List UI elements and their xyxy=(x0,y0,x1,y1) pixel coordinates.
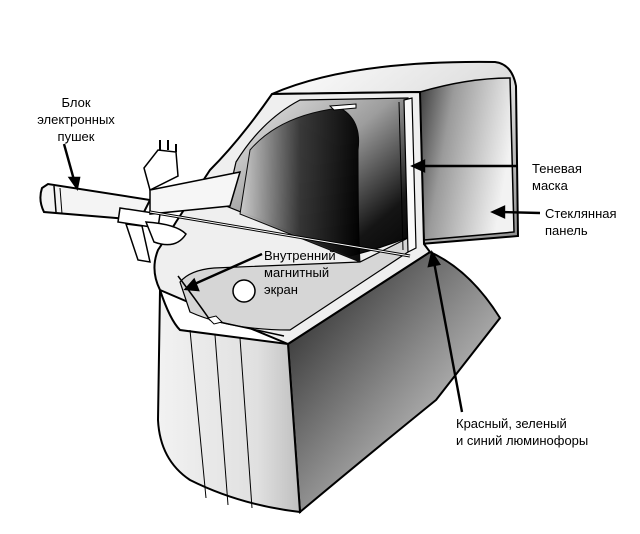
label-arrows xyxy=(62,143,541,413)
shadow-mask xyxy=(398,97,417,253)
magnetic-shield-label: Внутренний магнитный экран xyxy=(264,248,336,297)
phosphors-label: Красный, зеленый и синий люминофоры xyxy=(456,416,589,448)
electron-gun-label: Блок электронных пушек xyxy=(37,95,115,144)
glass-panel-label: Стеклянная панель xyxy=(545,206,617,238)
front-screen-panel xyxy=(286,250,502,515)
magnetic-shield xyxy=(177,103,357,337)
tube-base-housing xyxy=(156,289,302,514)
shadow-mask-label: Теневая маска xyxy=(532,161,582,193)
glass-panel xyxy=(271,60,520,246)
electron-gun-assembly xyxy=(39,140,411,303)
